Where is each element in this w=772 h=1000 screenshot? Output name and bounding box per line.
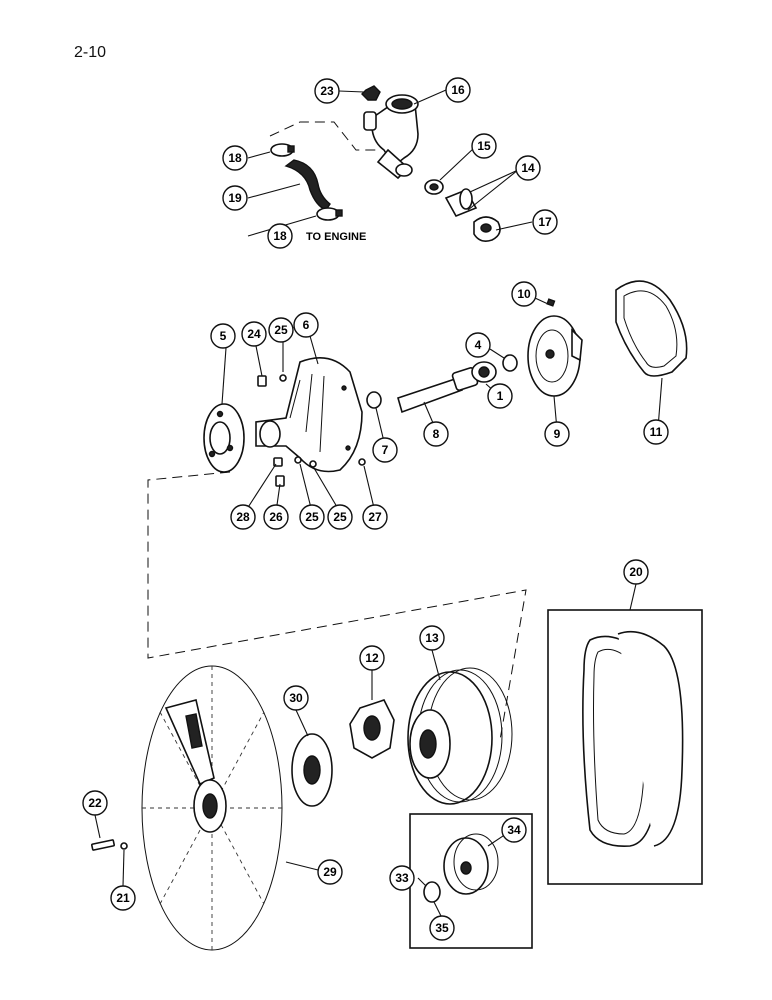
svg-text:7: 7 xyxy=(382,443,389,457)
callout-30: 30 xyxy=(283,685,309,711)
housing-bolts xyxy=(257,374,366,487)
svg-text:22: 22 xyxy=(88,796,102,810)
plug-nut xyxy=(361,85,381,101)
svg-text:17: 17 xyxy=(538,215,552,229)
svg-text:33: 33 xyxy=(395,871,409,885)
cooling-fan xyxy=(141,665,283,951)
svg-text:18: 18 xyxy=(228,151,242,165)
callout-24: 24 xyxy=(241,321,267,347)
water-outlet-elbow xyxy=(363,94,419,180)
fan-belts-box xyxy=(547,609,703,885)
callout-4: 4 xyxy=(465,332,491,358)
callout-25-left: 25 xyxy=(299,504,325,530)
svg-text:15: 15 xyxy=(477,139,491,153)
callout-1: 1 xyxy=(487,383,513,409)
svg-text:24: 24 xyxy=(247,327,261,341)
housing-seal xyxy=(366,391,382,409)
callout-33: 33 xyxy=(389,865,415,891)
outlet-gasket xyxy=(473,216,501,242)
callout-7: 7 xyxy=(372,437,398,463)
callout-5: 5 xyxy=(210,323,236,349)
fan-bolt xyxy=(91,839,115,851)
svg-text:11: 11 xyxy=(650,425,663,439)
pump-gasket xyxy=(615,280,688,377)
callout-29: 29 xyxy=(317,859,343,885)
callout-11: 11 xyxy=(643,419,669,445)
shaft-bearing xyxy=(471,361,497,383)
callout-12: 12 xyxy=(359,645,385,671)
impeller-pin xyxy=(546,298,556,307)
callout-18-lower: 18 xyxy=(267,223,293,249)
fan-washer xyxy=(120,842,128,850)
svg-text:25: 25 xyxy=(305,510,319,524)
callout-9: 9 xyxy=(544,421,570,447)
callout-18-upper: 18 xyxy=(222,145,248,171)
outlet-seal xyxy=(424,179,444,195)
svg-text:25: 25 xyxy=(333,510,347,524)
page-number: 2-10 xyxy=(74,44,107,61)
svg-text:18: 18 xyxy=(273,229,287,243)
svg-text:1: 1 xyxy=(497,389,504,403)
fan-hub xyxy=(203,403,245,473)
svg-text:34: 34 xyxy=(507,823,521,837)
fan-adapter xyxy=(349,699,395,759)
to-engine-label: TO ENGINE xyxy=(306,231,366,243)
leader-lines xyxy=(94,89,663,919)
callout-10: 10 xyxy=(511,281,537,307)
callout-35: 35 xyxy=(429,915,455,941)
svg-text:29: 29 xyxy=(323,865,337,879)
svg-text:12: 12 xyxy=(365,651,379,665)
svg-text:9: 9 xyxy=(554,427,561,441)
callout-6: 6 xyxy=(293,312,319,338)
svg-text:6: 6 xyxy=(303,318,310,332)
svg-text:10: 10 xyxy=(517,287,531,301)
svg-text:19: 19 xyxy=(228,191,242,205)
drive-pulley xyxy=(407,667,513,805)
callout-34: 34 xyxy=(501,817,527,843)
svg-text:35: 35 xyxy=(435,921,449,935)
callout-22: 22 xyxy=(82,790,108,816)
callout-23: 23 xyxy=(314,78,340,104)
svg-text:20: 20 xyxy=(629,565,643,579)
callout-15: 15 xyxy=(471,133,497,159)
shaft-washer xyxy=(502,354,518,372)
svg-text:23: 23 xyxy=(320,84,334,98)
outlet-tube xyxy=(444,188,478,218)
svg-text:14: 14 xyxy=(521,161,535,175)
upper-hose-clamp xyxy=(270,143,295,157)
impeller xyxy=(527,315,583,397)
svg-text:26: 26 xyxy=(269,510,283,524)
svg-text:8: 8 xyxy=(433,427,440,441)
callout-26: 26 xyxy=(263,504,289,530)
svg-text:13: 13 xyxy=(425,631,439,645)
callout-19: 19 xyxy=(222,185,248,211)
callout-8: 8 xyxy=(423,421,449,447)
fan-spacer xyxy=(291,733,333,807)
svg-text:4: 4 xyxy=(475,338,482,352)
callout-25-top: 25 xyxy=(268,317,294,343)
callout-25-right: 25 xyxy=(327,504,353,530)
svg-text:5: 5 xyxy=(220,329,227,343)
svg-text:27: 27 xyxy=(368,510,382,524)
callout-27: 27 xyxy=(362,504,388,530)
callout-13: 13 xyxy=(419,625,445,651)
lower-hose-clamp xyxy=(316,207,343,221)
callout-16: 16 xyxy=(445,77,471,103)
pump-shaft xyxy=(397,367,479,414)
callout-17: 17 xyxy=(532,209,558,235)
svg-text:28: 28 xyxy=(236,510,250,524)
svg-text:25: 25 xyxy=(274,323,288,337)
callout-20: 20 xyxy=(623,559,649,585)
svg-text:16: 16 xyxy=(451,83,465,97)
callout-21: 21 xyxy=(110,885,136,911)
svg-text:30: 30 xyxy=(289,691,303,705)
callout-14: 14 xyxy=(515,155,541,181)
pump-housing xyxy=(255,356,363,473)
callout-28: 28 xyxy=(230,504,256,530)
radiator-hose xyxy=(284,159,331,211)
svg-text:21: 21 xyxy=(116,891,130,905)
